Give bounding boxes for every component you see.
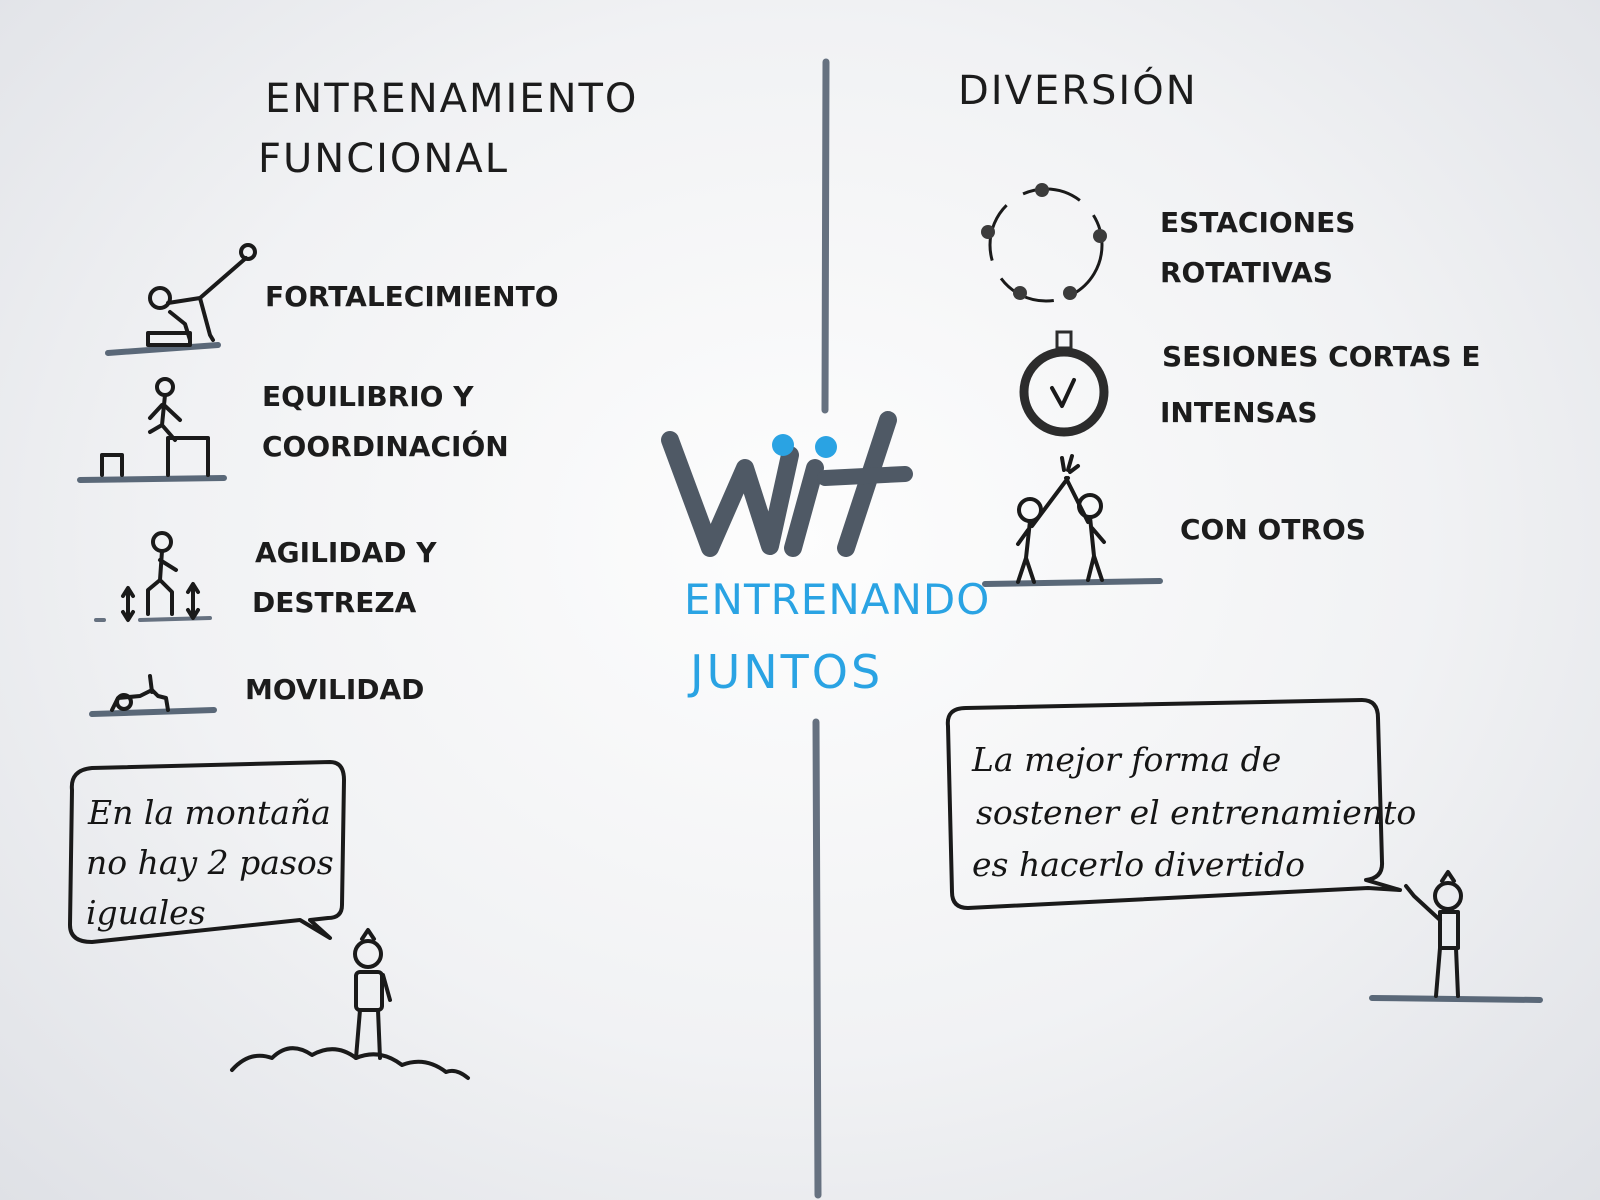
center-divider-bottom xyxy=(812,718,822,1199)
label-con-otros: CON OTROS xyxy=(1180,513,1366,546)
left-quote-line2: no hay 2 pasos xyxy=(86,843,334,882)
right-quote-line2: sostener el entrenamiento xyxy=(976,793,1417,832)
logo-dot-right xyxy=(815,436,837,458)
right-speech-bubble xyxy=(945,698,1402,910)
left-speech-bubble xyxy=(68,760,346,944)
high-five-figures-icon xyxy=(982,454,1163,587)
label-sesiones: SESIONES CORTAS e xyxy=(1162,340,1481,373)
label-rotativas: ROTATIVAS xyxy=(1160,256,1333,289)
left-title-line1: ENTRENAMIENTO xyxy=(265,76,639,122)
stopwatch-icon xyxy=(1019,330,1109,437)
left-quote-line3: iguales xyxy=(86,893,206,932)
left-title-line2: FUNCIONAL xyxy=(258,136,509,182)
label-coordinacion: COORDINACIÓN xyxy=(262,430,509,463)
hiker-figure-icon xyxy=(230,928,470,1080)
mobility-figure-icon xyxy=(89,674,217,717)
label-estaciones: ESTACIONES xyxy=(1160,206,1356,239)
right-title: DIVERSIÓN xyxy=(958,68,1198,114)
label-fortalecimiento: FORTALECIMIENTO xyxy=(265,280,559,313)
label-destreza: DESTREZA xyxy=(252,586,417,619)
label-equilibrio: EQUILIBRIO y xyxy=(262,380,474,413)
tagline-entrenando: ENTRENANDO xyxy=(684,575,991,624)
wit-logo xyxy=(661,411,913,557)
center-divider-top xyxy=(821,58,830,414)
pointing-figure-icon xyxy=(1369,870,1543,1003)
logo-dot-left xyxy=(772,434,794,456)
label-agilidad: AGILIDAD y xyxy=(255,536,437,569)
right-quote-line1: La mejor forma de xyxy=(972,740,1282,779)
left-quote-line1: En la montaña xyxy=(88,793,331,832)
balance-figure-icon xyxy=(77,377,227,483)
label-movilidad: MOVILIDAD xyxy=(245,673,425,706)
rotating-stations-icon xyxy=(981,183,1107,303)
strengthening-figure-icon xyxy=(105,243,257,356)
right-quote-line3: es hacerlo divertido xyxy=(972,845,1306,884)
tagline-juntos: JUNTOS xyxy=(690,645,884,699)
agility-figure-icon xyxy=(94,531,212,622)
label-intensas: INTENSAS xyxy=(1160,396,1318,429)
